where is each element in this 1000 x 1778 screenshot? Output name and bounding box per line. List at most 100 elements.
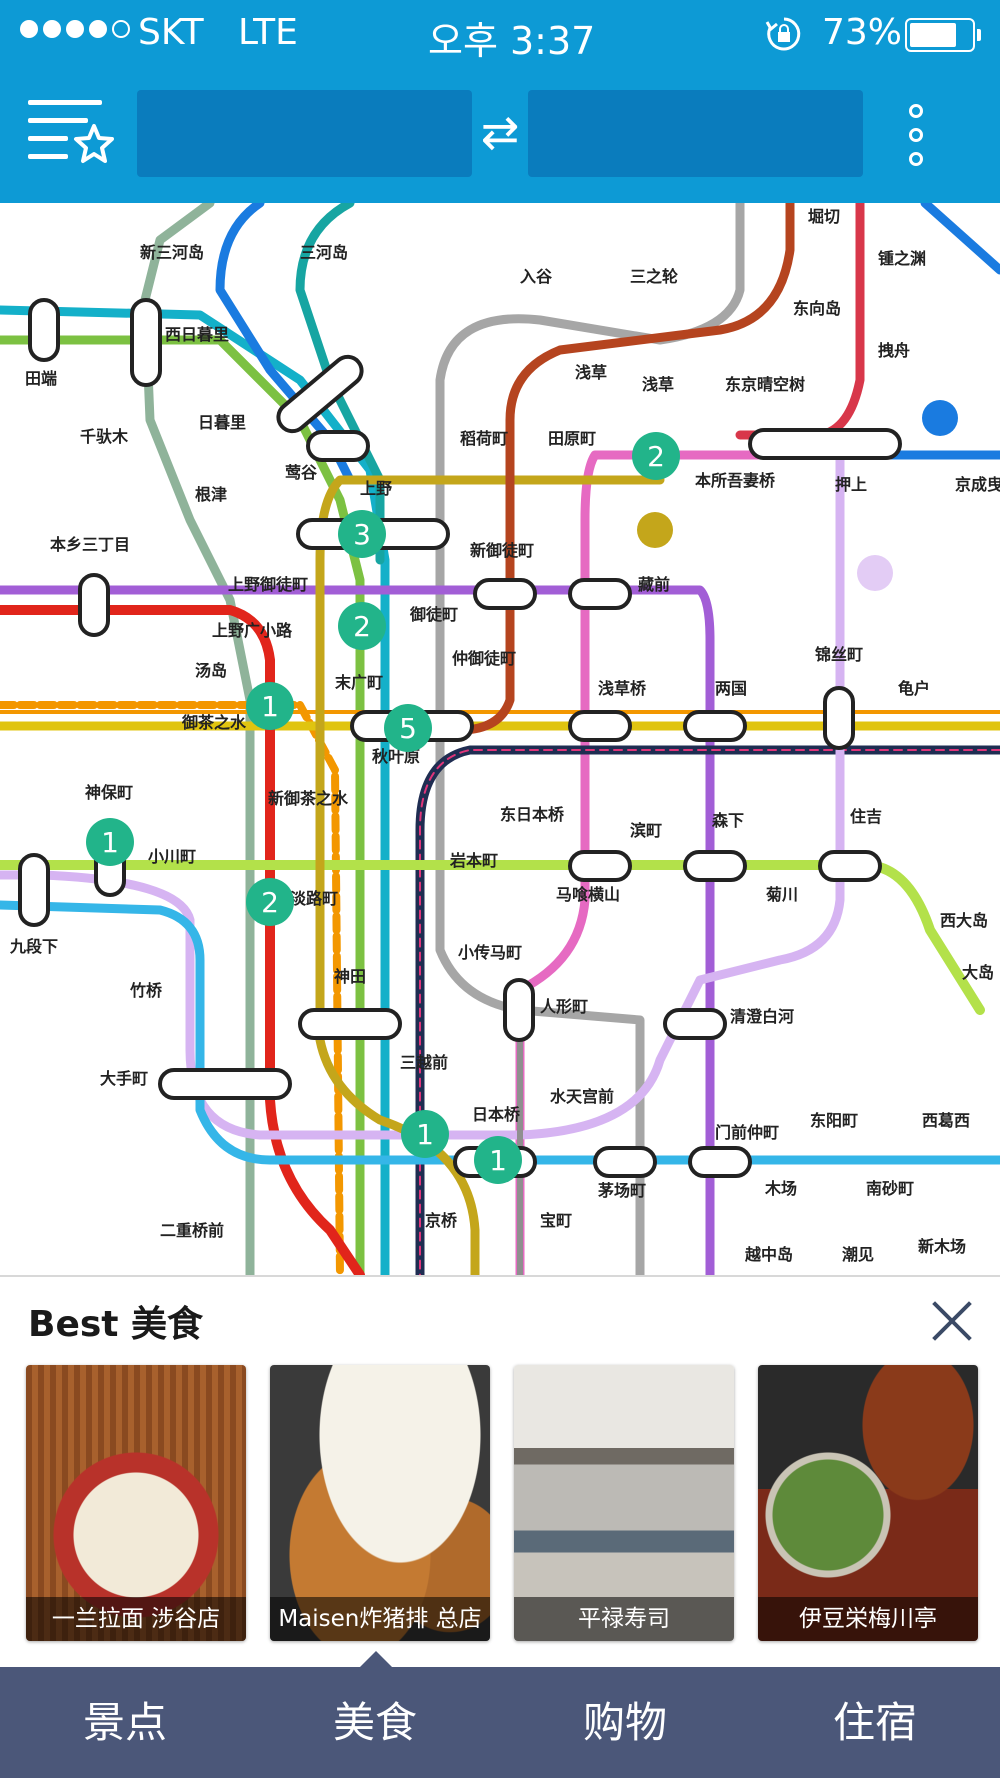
favorites-menu-button[interactable] — [28, 92, 114, 172]
svg-text:岩本町: 岩本町 — [449, 851, 498, 870]
carrier-name: SKT — [138, 12, 204, 53]
food-photo — [758, 1365, 978, 1641]
svg-text:小川町: 小川町 — [148, 847, 196, 866]
svg-text:锺之渊: 锺之渊 — [878, 249, 926, 268]
svg-text:千驮木: 千驮木 — [80, 427, 129, 446]
status-bar: SKT LTE 오후 3:37 73% — [0, 0, 1000, 68]
selected-tab-indicator — [358, 1651, 394, 1669]
battery-percent: 73% — [822, 12, 903, 53]
more-options-icon[interactable] — [902, 100, 932, 170]
svg-text:水天宫前: 水天宫前 — [550, 1087, 614, 1106]
svg-text:西葛西: 西葛西 — [922, 1111, 970, 1130]
svg-text:滨町: 滨町 — [630, 821, 662, 840]
svg-text:根津: 根津 — [195, 485, 227, 504]
svg-text:本乡三丁目: 本乡三丁目 — [50, 535, 130, 554]
svg-text:大岛: 大岛 — [962, 963, 994, 982]
rotation-lock-icon — [764, 14, 804, 63]
tab-shopping[interactable]: 购物 — [582, 1698, 667, 1747]
close-icon[interactable] — [930, 1299, 974, 1343]
svg-text:东向岛: 东向岛 — [793, 299, 841, 318]
svg-text:汤岛: 汤岛 — [195, 661, 227, 680]
svg-text:浅草: 浅草 — [575, 363, 607, 382]
food-photo — [26, 1365, 246, 1641]
svg-text:1: 1 — [261, 690, 279, 723]
svg-text:三之轮: 三之轮 — [630, 267, 678, 286]
svg-text:二重桥前: 二重桥前 — [160, 1221, 224, 1240]
swap-stations-button[interactable]: ⇄ — [480, 105, 520, 159]
food-card[interactable]: 平禄寿司 — [514, 1365, 734, 1641]
svg-text:神田: 神田 — [334, 967, 366, 986]
svg-text:上野: 上野 — [360, 479, 392, 498]
svg-text:拽舟: 拽舟 — [878, 341, 910, 360]
svg-text:西大岛: 西大岛 — [940, 911, 988, 930]
svg-text:小传马町: 小传马町 — [458, 943, 522, 962]
svg-text:淡路町: 淡路町 — [290, 889, 338, 908]
food-photo — [270, 1365, 490, 1641]
svg-text:森下: 森下 — [712, 811, 744, 830]
svg-text:2: 2 — [353, 610, 371, 643]
svg-text:1: 1 — [489, 1144, 507, 1177]
svg-text:御徒町: 御徒町 — [409, 605, 458, 624]
departure-station-field[interactable] — [137, 90, 472, 177]
svg-text:末广町: 末广町 — [335, 673, 383, 692]
svg-text:堀切: 堀切 — [808, 207, 840, 226]
status-time: 오후 3:37 — [428, 19, 596, 63]
subway-map[interactable]: 新三河岛三河岛 入谷三之轮 堀切锺之渊 东向岛拽舟 田端西日暮里 日暮里千驮木 … — [0, 203, 1000, 1275]
svg-text:新三河岛: 新三河岛 — [140, 243, 204, 262]
tab-food[interactable]: 美食 — [332, 1698, 417, 1747]
svg-text:龟户: 龟户 — [898, 679, 930, 698]
food-card-label: 平禄寿司 — [514, 1597, 734, 1641]
svg-text:御茶之水: 御茶之水 — [181, 713, 247, 732]
svg-text:大手町: 大手町 — [100, 1069, 148, 1088]
food-card[interactable]: Maisen炸猪排 总店 — [270, 1365, 490, 1641]
svg-text:浅草桥: 浅草桥 — [598, 679, 647, 698]
svg-text:锦丝町: 锦丝町 — [815, 645, 863, 664]
svg-text:本所吾妻桥: 本所吾妻桥 — [695, 471, 776, 490]
svg-text:两国: 两国 — [715, 679, 747, 698]
svg-text:新御徒町: 新御徒町 — [470, 541, 534, 560]
svg-text:三越前: 三越前 — [400, 1053, 448, 1072]
svg-text:1: 1 — [101, 826, 119, 859]
svg-text:清澄白河: 清澄白河 — [730, 1007, 794, 1026]
signal-strength-icon — [20, 20, 130, 38]
svg-text:日暮里: 日暮里 — [198, 413, 246, 432]
svg-text:南砂町: 南砂町 — [866, 1179, 914, 1198]
battery-icon — [905, 18, 981, 52]
svg-text:门前仲町: 门前仲町 — [715, 1123, 779, 1142]
svg-text:日本桥: 日本桥 — [472, 1105, 521, 1124]
arrival-station-field[interactable] — [528, 90, 863, 177]
panel-title: Best 美食 — [28, 1304, 204, 1345]
svg-text:西日暮里: 西日暮里 — [165, 325, 229, 344]
svg-text:新木场: 新木场 — [918, 1237, 966, 1256]
svg-text:东日本桥: 东日本桥 — [500, 805, 565, 824]
svg-text:京成曳: 京成曳 — [955, 475, 1000, 494]
svg-text:浅草: 浅草 — [642, 375, 674, 394]
svg-text:藏前: 藏前 — [638, 575, 670, 594]
svg-text:3: 3 — [353, 518, 371, 551]
svg-text:木场: 木场 — [764, 1179, 797, 1198]
food-card[interactable]: 一兰拉面 涉谷店 — [26, 1365, 246, 1641]
svg-text:仲御徒町: 仲御徒町 — [452, 649, 516, 668]
svg-text:九段下: 九段下 — [9, 937, 58, 956]
svg-text:京桥: 京桥 — [425, 1211, 458, 1230]
svg-text:潮见: 潮见 — [842, 1245, 874, 1264]
svg-text:三河岛: 三河岛 — [300, 243, 348, 262]
svg-text:2: 2 — [261, 886, 279, 919]
food-card[interactable]: 伊豆栄梅川亭 — [758, 1365, 978, 1641]
svg-text:住吉: 住吉 — [850, 807, 882, 826]
svg-text:莺谷: 莺谷 — [285, 463, 318, 482]
food-card-label: 一兰拉面 涉谷店 — [26, 1597, 246, 1641]
svg-text:马喰横山: 马喰横山 — [556, 885, 620, 904]
network-type: LTE — [238, 12, 298, 53]
tab-sights[interactable]: 景点 — [82, 1698, 167, 1747]
svg-text:田端: 田端 — [25, 369, 57, 388]
bottom-tab-bar: 景点 美食 购物 住宿 — [0, 1651, 1000, 1778]
svg-text:竹桥: 竹桥 — [129, 981, 163, 1000]
subway-map-canvas[interactable]: 新三河岛三河岛 入谷三之轮 堀切锺之渊 东向岛拽舟 田端西日暮里 日暮里千驮木 … — [0, 203, 1000, 1275]
svg-text:人形町: 人形町 — [540, 997, 588, 1016]
svg-text:押上: 押上 — [835, 475, 867, 494]
svg-text:宝町: 宝町 — [540, 1211, 572, 1230]
svg-text:1: 1 — [416, 1118, 434, 1151]
svg-text:新御茶之水: 新御茶之水 — [268, 789, 349, 808]
tab-lodging[interactable]: 住宿 — [832, 1698, 917, 1747]
